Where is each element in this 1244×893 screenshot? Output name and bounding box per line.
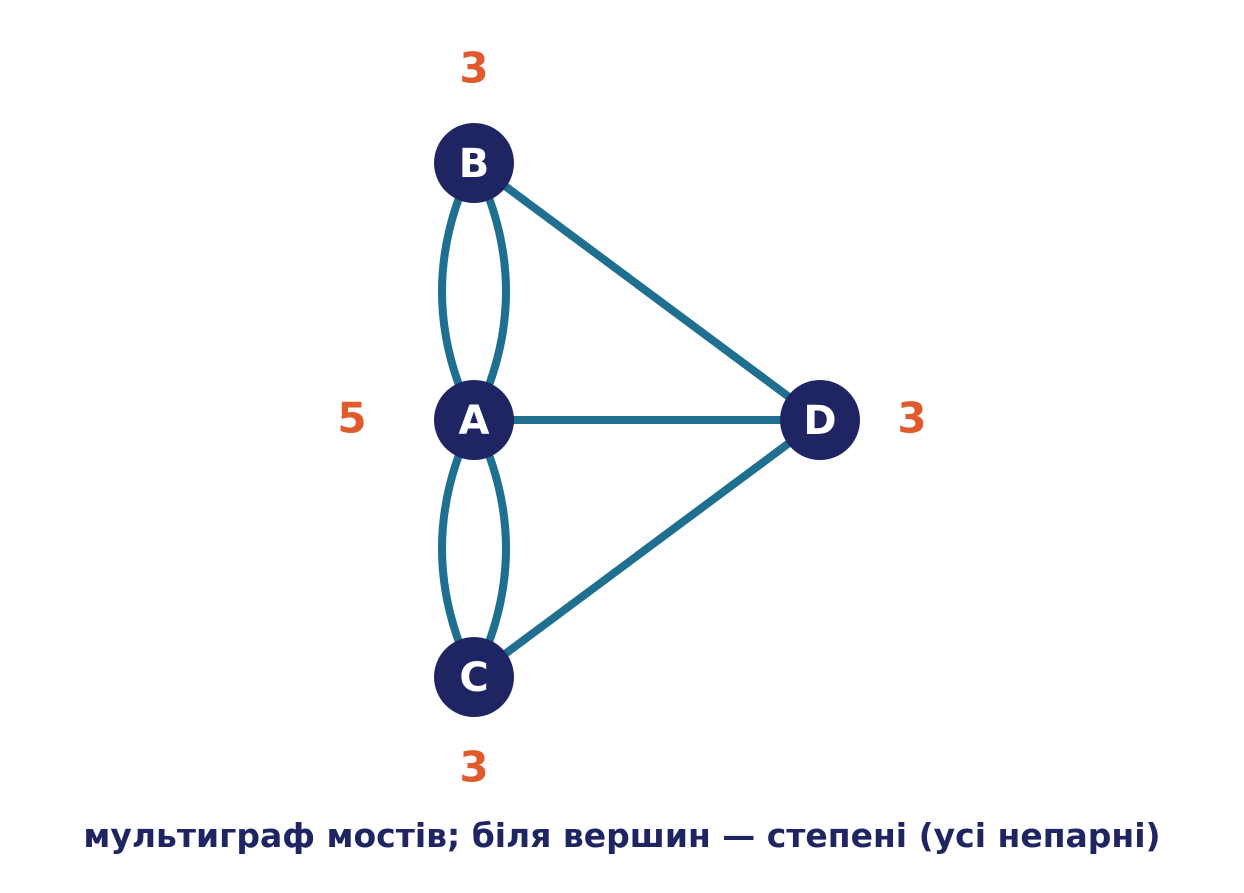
node-a-circle: [434, 380, 514, 460]
node-b-circle: [434, 123, 514, 203]
node-c-label: C: [459, 655, 488, 701]
node-c: C: [434, 637, 514, 717]
edge-c-d-straight: [470, 416, 824, 681]
nodes-layer: B A D C: [434, 123, 860, 717]
node-b: B: [434, 123, 514, 203]
node-d-circle: [780, 380, 860, 460]
degree-label-b: 3: [459, 44, 488, 93]
node-c-circle: [434, 637, 514, 717]
degrees-layer: 3 5 3 3: [337, 44, 926, 792]
node-d-label: D: [803, 398, 836, 444]
node-a-label: A: [459, 398, 490, 444]
degree-label-d: 3: [897, 394, 926, 443]
degree-label-a: 5: [337, 394, 366, 443]
diagram-caption: мультиграф мостів; біля вершин — степені…: [83, 816, 1161, 855]
node-d: D: [780, 380, 860, 460]
edge-b-d-straight: [470, 159, 824, 424]
node-a: A: [434, 380, 514, 460]
degree-label-c: 3: [459, 743, 488, 792]
node-b-label: B: [459, 141, 490, 187]
